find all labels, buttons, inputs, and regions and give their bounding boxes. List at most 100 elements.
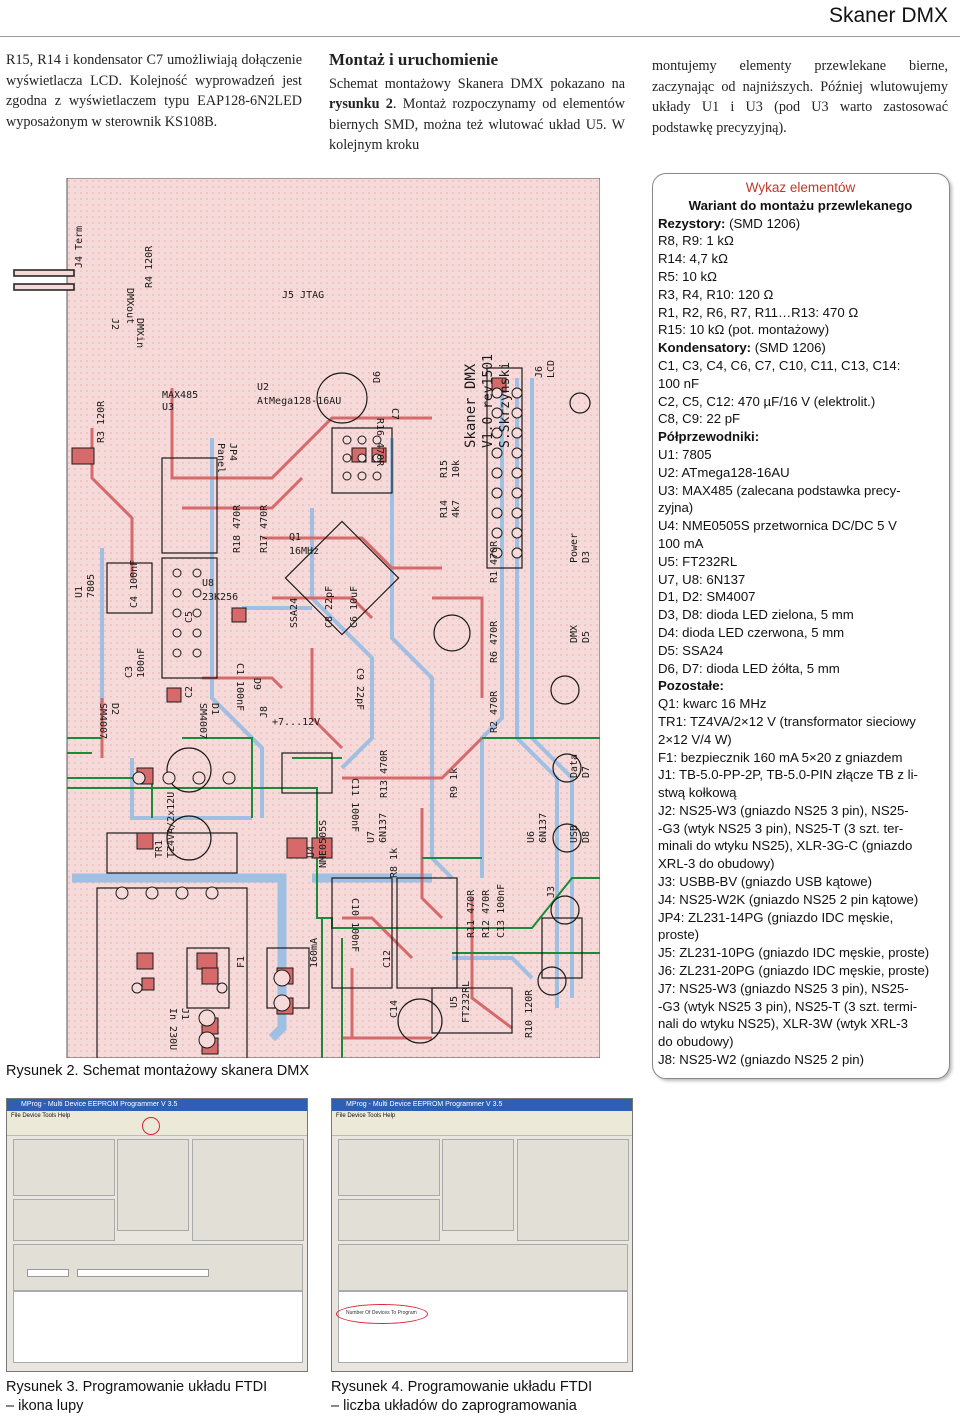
parts-list-line: U7, U8: 6N137: [658, 571, 943, 589]
parts-list-line: U3: MAX485 (zalecana podstawka precy-: [658, 482, 943, 500]
parts-list-line: zyjna): [658, 499, 943, 517]
product-field: [77, 1269, 209, 1277]
label-jp4: JP4: [227, 443, 238, 461]
board-author: S.Skrzynski: [498, 362, 513, 448]
parts-line-text: 100 mA: [658, 535, 704, 551]
parts-line-text: U2: ATmega128-16AU: [658, 464, 790, 480]
parts-list-line: C2, C5, C12: 470 µF/16 V (elektrolit.): [658, 393, 943, 411]
parts-list-line: U2: ATmega128-16AU: [658, 464, 943, 482]
paragraph-text: . Montaż rozpoczynamy od elementów biern…: [329, 96, 625, 153]
label-lcd: LCD: [546, 360, 557, 378]
parts-line-text: R8, R9: 1 kΩ: [658, 233, 734, 249]
parts-line-text: nali do wtyku NS25), XLR-3W (wtyk XRL-3: [658, 1016, 908, 1032]
figure4-screenshot: MProg - Multi Device EEPROM Programmer V…: [331, 1098, 633, 1372]
label-data: Data: [569, 754, 580, 778]
pads: [71, 377, 507, 1055]
label-r10: R10 120R: [524, 989, 535, 1038]
parts-line-text: R5: 10 kΩ: [658, 268, 717, 284]
parts-line-text: zyjna): [658, 500, 694, 516]
parts-line-text: Q1: kwarc 16 MHz: [658, 696, 767, 712]
parts-list-line: proste): [658, 926, 943, 944]
parts-line-text: R14: 4,7 kΩ: [658, 251, 728, 267]
window-menu-bar: File Device Tools Help: [7, 1111, 307, 1121]
parts-line-text: -G3 (wtyk NS25 3 pin), NS25-T (3 szt. te…: [658, 820, 904, 836]
parts-list-line: C1, C3, C4, C6, C7, C10, C11, C13, C14:: [658, 357, 943, 375]
programming-options-panel: [13, 1291, 303, 1363]
pcb-assembly-drawing: Skaner DMX V1.0 rev1501 S.Skrzynski J4 T…: [12, 177, 601, 1069]
parts-list-line: D4: dioda LED czerwona, 5 mm: [658, 624, 943, 642]
parts-line-text: C8, C9: 22 pF: [658, 411, 741, 427]
parts-list-content: Wykaz elementów Wariant do montażu przew…: [658, 179, 943, 1069]
parts-line-text: D5: SSA24: [658, 642, 724, 658]
figure4-caption: Rysunek 4. Programowanie układu FTDI – l…: [331, 1378, 592, 1416]
label-c4: C4 100nF: [129, 560, 140, 608]
parts-list-line: do obudowy): [658, 1033, 943, 1051]
ft232r-options-panel: [517, 1139, 629, 1241]
label-dmxin: J2: [109, 318, 120, 330]
label-r17: R17 470R: [259, 504, 270, 553]
silkscreen-labels: Skaner DMX V1.0 rev1501 S.Skrzynski J4 T…: [74, 226, 592, 1050]
label-r15-value: 10k: [451, 460, 462, 478]
j4-terminal: [13, 269, 75, 291]
label-u5: U5: [449, 996, 460, 1008]
parts-list-title: Wykaz elementów: [745, 180, 856, 195]
parts-list-line: -G3 (wtyk NS25 3 pin), NS25-T (3 szt. te…: [658, 820, 943, 838]
parts-line-text: XRL-3 do obudowy): [658, 856, 775, 872]
label-u3: U3: [162, 402, 174, 413]
parts-line-text: D4: dioda LED czerwona, 5 mm: [658, 624, 845, 640]
silkscreen: [96, 367, 591, 1069]
parts-list-line: D1, D2: SM4007: [658, 588, 943, 606]
label-c12: C12: [382, 950, 393, 968]
parts-list-line: F1: bezpiecznik 160 mA 5×20 z gniazdem: [658, 749, 943, 767]
figure3-caption: Rysunek 3. Programowanie układu FTDI – i…: [6, 1378, 267, 1416]
parts-line-text: D6, D7: dioda LED żółta, 5 mm: [658, 660, 840, 676]
intro-column-3: montujemy elementy przewlekane bierne, z…: [652, 56, 948, 138]
label-d1-part: SM4007: [197, 703, 208, 739]
parts-list-line: J3: USBB-BV (gniazdo USB kątowe): [658, 873, 943, 891]
figure3-screenshot: MProg - Multi Device EEPROM Programmer V…: [6, 1098, 308, 1372]
product-descriptor-panel: [13, 1244, 303, 1291]
label-c6: SSA24: [289, 598, 300, 628]
label-d1: D1: [209, 703, 220, 715]
label-r11: R11 470R: [466, 889, 477, 938]
label-c7: R16 470R: [374, 418, 385, 467]
label-c1: R4 120R: [144, 245, 155, 288]
board-version: V1.0 rev1501: [481, 354, 496, 448]
parts-line-text: JP4: ZL231-14PG (gniazdo IDC męskie,: [658, 909, 894, 925]
label-tr1-part: TZ4VA/2x12U: [166, 792, 177, 858]
label-u7-part: 6N137: [378, 813, 389, 843]
parts-line-text: 100 nF: [658, 375, 700, 391]
label-j3: J3: [546, 886, 557, 898]
label-f1: F1: [236, 956, 247, 968]
label-usb: USB: [569, 825, 580, 843]
parts-list-subtitle: Wariant do montażu przewlekanego: [688, 197, 913, 213]
label-r4: DMXout: [124, 288, 135, 324]
label-power: Power: [569, 533, 580, 563]
parts-list-line: U1: 7805: [658, 446, 943, 464]
label-c9: C8 22pF: [324, 586, 335, 628]
magnifier-highlight: [142, 1117, 160, 1135]
label-c2: C2: [184, 686, 195, 698]
atmega-outline: [284, 520, 400, 636]
parts-list-line: U4: NME0505S przetwornica DC/DC 5 V: [658, 517, 943, 535]
label-j4: J4 Term: [74, 226, 85, 268]
parts-line-text: J4: NS25-W2K (gniazdo NS25 2 pin kątowe): [658, 891, 919, 907]
parts-category-label: Rezystory:: [658, 215, 726, 231]
figure-reference: rysunku 2: [329, 96, 393, 112]
bm-device-options-panel: [338, 1199, 440, 1241]
parts-line-text: C2, C5, C12: 470 µF/16 V (elektrolit.): [658, 393, 876, 409]
label-max485: MAX485: [162, 390, 198, 401]
parts-list-line: TR1: TZ4VA/2×12 V (transformator sieciow…: [658, 713, 943, 731]
parts-list-box: Wykaz elementów Wariant do montażu przew…: [652, 173, 950, 1079]
label-d3: D3: [581, 551, 592, 563]
figure4-caption-line1: Rysunek 4. Programowanie układu FTDI: [331, 1379, 593, 1395]
section-heading: Montaż i uruchomienie: [329, 50, 499, 69]
parts-category-label: Pozostałe:: [658, 678, 724, 694]
label-r12: R12 470R: [481, 889, 492, 938]
label-d8: D8: [581, 831, 592, 843]
label-nme0505s: NME0505S: [318, 820, 329, 868]
label-u6-part: 6N137: [538, 813, 549, 843]
parts-line-text: stwą kołkową: [658, 785, 737, 801]
label-r16: C9 22pF: [354, 668, 365, 710]
window-title-bar: MProg - Multi Device EEPROM Programmer V…: [332, 1099, 632, 1111]
